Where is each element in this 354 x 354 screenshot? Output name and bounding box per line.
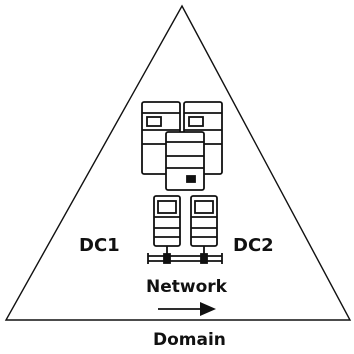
network-label: Network bbox=[146, 277, 228, 297]
network-bus-icon bbox=[147, 253, 223, 264]
domain-triangle bbox=[4, 4, 352, 321]
server-front bbox=[165, 131, 205, 191]
dc1-server-icon bbox=[153, 195, 181, 256]
server-group-icon bbox=[141, 101, 223, 191]
dc2-server-icon bbox=[190, 195, 218, 256]
dc1-label: DC1 bbox=[79, 235, 120, 256]
domain-label: Domain bbox=[153, 330, 226, 350]
arrow-right-icon bbox=[158, 302, 216, 316]
dc2-label: DC2 bbox=[233, 235, 274, 256]
